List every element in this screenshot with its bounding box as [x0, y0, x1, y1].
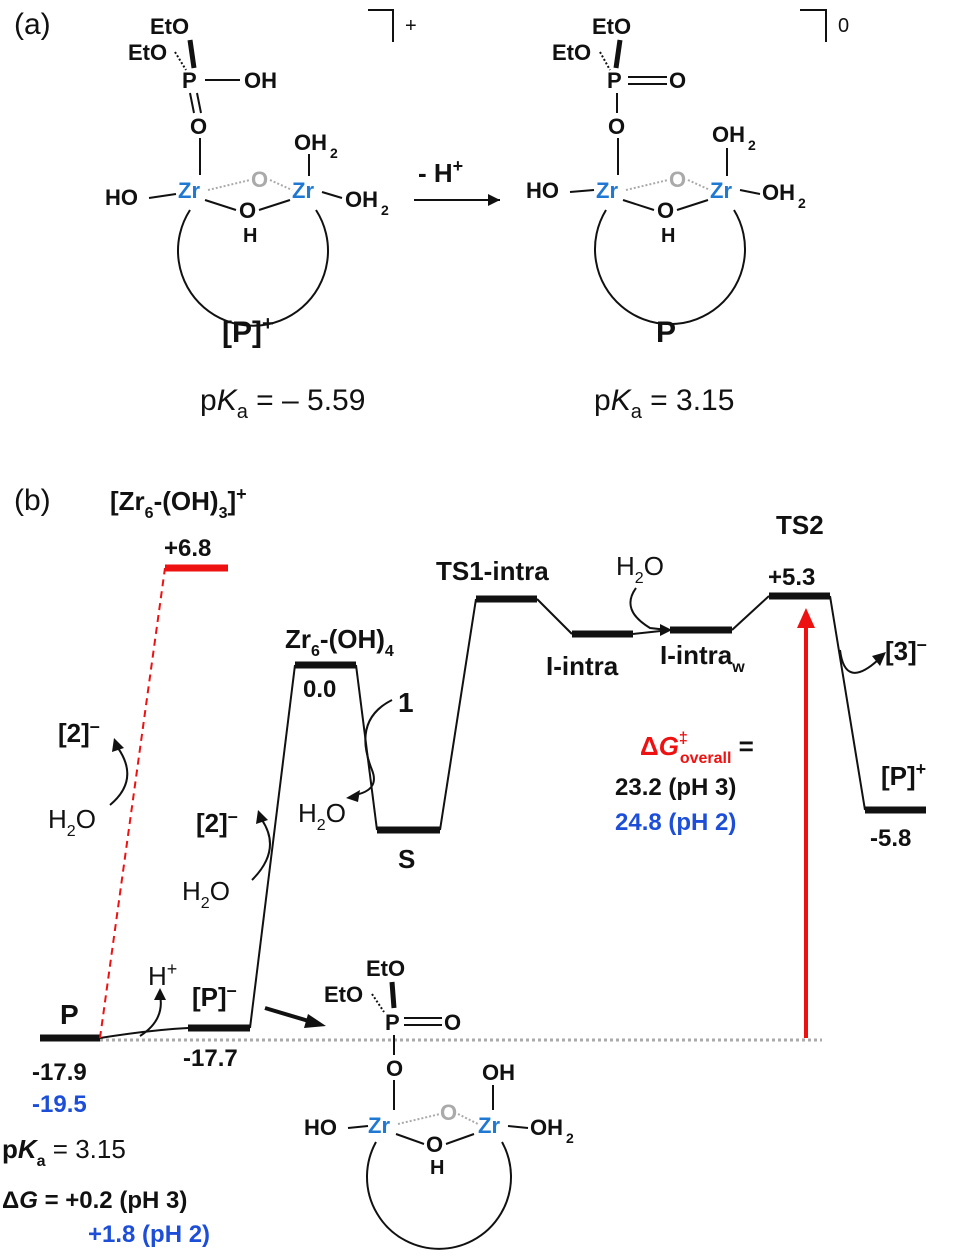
svg-text:H: H [243, 225, 257, 247]
label-zr6-oh3: [Zr6-(OH)3]+ [110, 484, 247, 522]
value-zr6-oh4: 0.0 [303, 676, 336, 703]
structure-pointer-arrow [264, 1006, 313, 1024]
svg-text:0: 0 [838, 15, 849, 37]
bottom-molecule: EtO EtO P O O HO Zr O O H Zr OH OH 2 [304, 956, 574, 1250]
svg-text:Zr: Zr [478, 1113, 500, 1138]
svg-text:O: O [251, 167, 268, 192]
panel-a-label: (a) [14, 8, 51, 41]
svg-text:HO: HO [105, 185, 138, 210]
svg-text:Zr: Zr [596, 178, 618, 203]
svg-text:HO: HO [304, 1115, 337, 1140]
left-species-name: [P]+ [222, 313, 274, 349]
svg-text:OH: OH [712, 122, 745, 147]
svg-text:O: O [190, 114, 207, 139]
connectors [99, 595, 866, 1039]
overall-dg-label: ΔG‡overall = [640, 730, 754, 767]
svg-text:O: O [657, 198, 674, 223]
svg-text:EtO: EtO [128, 40, 167, 65]
overall-dg-ph2: 24.8 (pH 2) [615, 809, 736, 836]
label-P-minus: [P]– [192, 980, 237, 1012]
left-pka: pKa = – 5.59 [200, 384, 365, 423]
svg-text:P: P [607, 68, 622, 93]
svg-text:OH: OH [345, 187, 378, 212]
svg-text:O: O [608, 114, 625, 139]
right-molecule: EtO EtO P O O HO Zr O O H Zr OH 2 OH 2 0 [526, 9, 849, 326]
bottom-dg-ph3: ΔG = +0.2 (pH 3) [2, 1187, 187, 1214]
svg-text:H+: H+ [148, 959, 177, 991]
value-zr6-oh3: +6.8 [164, 535, 211, 562]
value-P-ph2: -19.5 [32, 1091, 87, 1118]
label-TS1-intra: TS1-intra [436, 556, 549, 586]
label-TS2: TS2 [776, 510, 824, 540]
svg-text:Zr: Zr [710, 178, 732, 203]
svg-text:O: O [444, 1010, 461, 1035]
svg-text:H2O: H2O [182, 876, 230, 912]
svg-text:OH: OH [530, 1115, 563, 1140]
svg-text:H2O: H2O [298, 798, 346, 834]
bottom-pka: pKa = 3.15 [2, 1134, 126, 1170]
svg-text:EtO: EtO [592, 14, 631, 39]
svg-text:O: O [239, 198, 256, 223]
svg-text:[2]–: [2]– [196, 806, 238, 838]
svg-text:OH: OH [762, 180, 795, 205]
svg-text:EtO: EtO [552, 40, 591, 65]
svg-text:Zr: Zr [292, 178, 314, 203]
value-P-plus: -5.8 [870, 825, 911, 852]
value-P-ph3: -17.9 [32, 1059, 87, 1086]
svg-text:OH: OH [294, 130, 327, 155]
svg-text:2: 2 [566, 1130, 574, 1146]
svg-text:O: O [669, 167, 686, 192]
overall-dg-ph3: 23.2 (pH 3) [615, 774, 736, 801]
svg-text:H2O: H2O [48, 804, 96, 840]
value-TS2: +5.3 [768, 564, 815, 591]
svg-text:O: O [426, 1132, 443, 1157]
svg-text:HO: HO [526, 178, 559, 203]
svg-text:P: P [385, 1010, 400, 1035]
svg-text:1: 1 [398, 687, 414, 718]
svg-text:2: 2 [381, 202, 389, 218]
svg-text:OH: OH [244, 68, 277, 93]
label-P-plus: [P]+ [881, 759, 926, 791]
svg-text:EtO: EtO [324, 982, 363, 1007]
svg-text:H: H [661, 225, 675, 247]
svg-text:[2]–: [2]– [58, 716, 100, 748]
svg-text:2: 2 [748, 137, 756, 153]
svg-text:O: O [440, 1100, 457, 1125]
svg-text:P: P [182, 68, 197, 93]
svg-text:2: 2 [330, 145, 338, 161]
right-species-name: P [656, 316, 676, 349]
svg-text:OH: OH [482, 1060, 515, 1085]
label-I-intra: I-intra [546, 651, 619, 681]
deprotonation-label: - H+ [418, 156, 463, 188]
label-I-intra-w: I-intraw [660, 640, 745, 676]
svg-text:Zr: Zr [368, 1113, 390, 1138]
svg-text:H: H [430, 1157, 444, 1179]
right-pka: pKa = 3.15 [594, 384, 734, 423]
svg-text:EtO: EtO [366, 956, 405, 981]
zr-atom: Zr [178, 178, 200, 203]
svg-text:O: O [669, 68, 686, 93]
panel-b-label: (b) [14, 484, 51, 517]
svg-text:EtO: EtO [150, 14, 189, 39]
label-P: P [60, 999, 79, 1030]
svg-text:2: 2 [798, 195, 806, 211]
bottom-dg-ph2: +1.8 (pH 2) [88, 1221, 210, 1248]
svg-text:[3]–: [3]– [885, 634, 927, 666]
svg-text:O: O [386, 1056, 403, 1081]
left-molecule: EtO EtO P OH O HO Zr O O H Zr OH 2 OH 2 … [105, 9, 417, 327]
species-annotations: [2]– H2O [2]– H2O 1 H2O H2O [3]– H+ [48, 551, 927, 1037]
label-zr6-oh4: Zr6-(OH)4 [285, 624, 394, 660]
label-S: S [398, 844, 415, 874]
svg-text:+: + [405, 15, 417, 37]
value-P-minus: -17.7 [183, 1045, 238, 1072]
svg-text:H2O: H2O [616, 551, 664, 587]
